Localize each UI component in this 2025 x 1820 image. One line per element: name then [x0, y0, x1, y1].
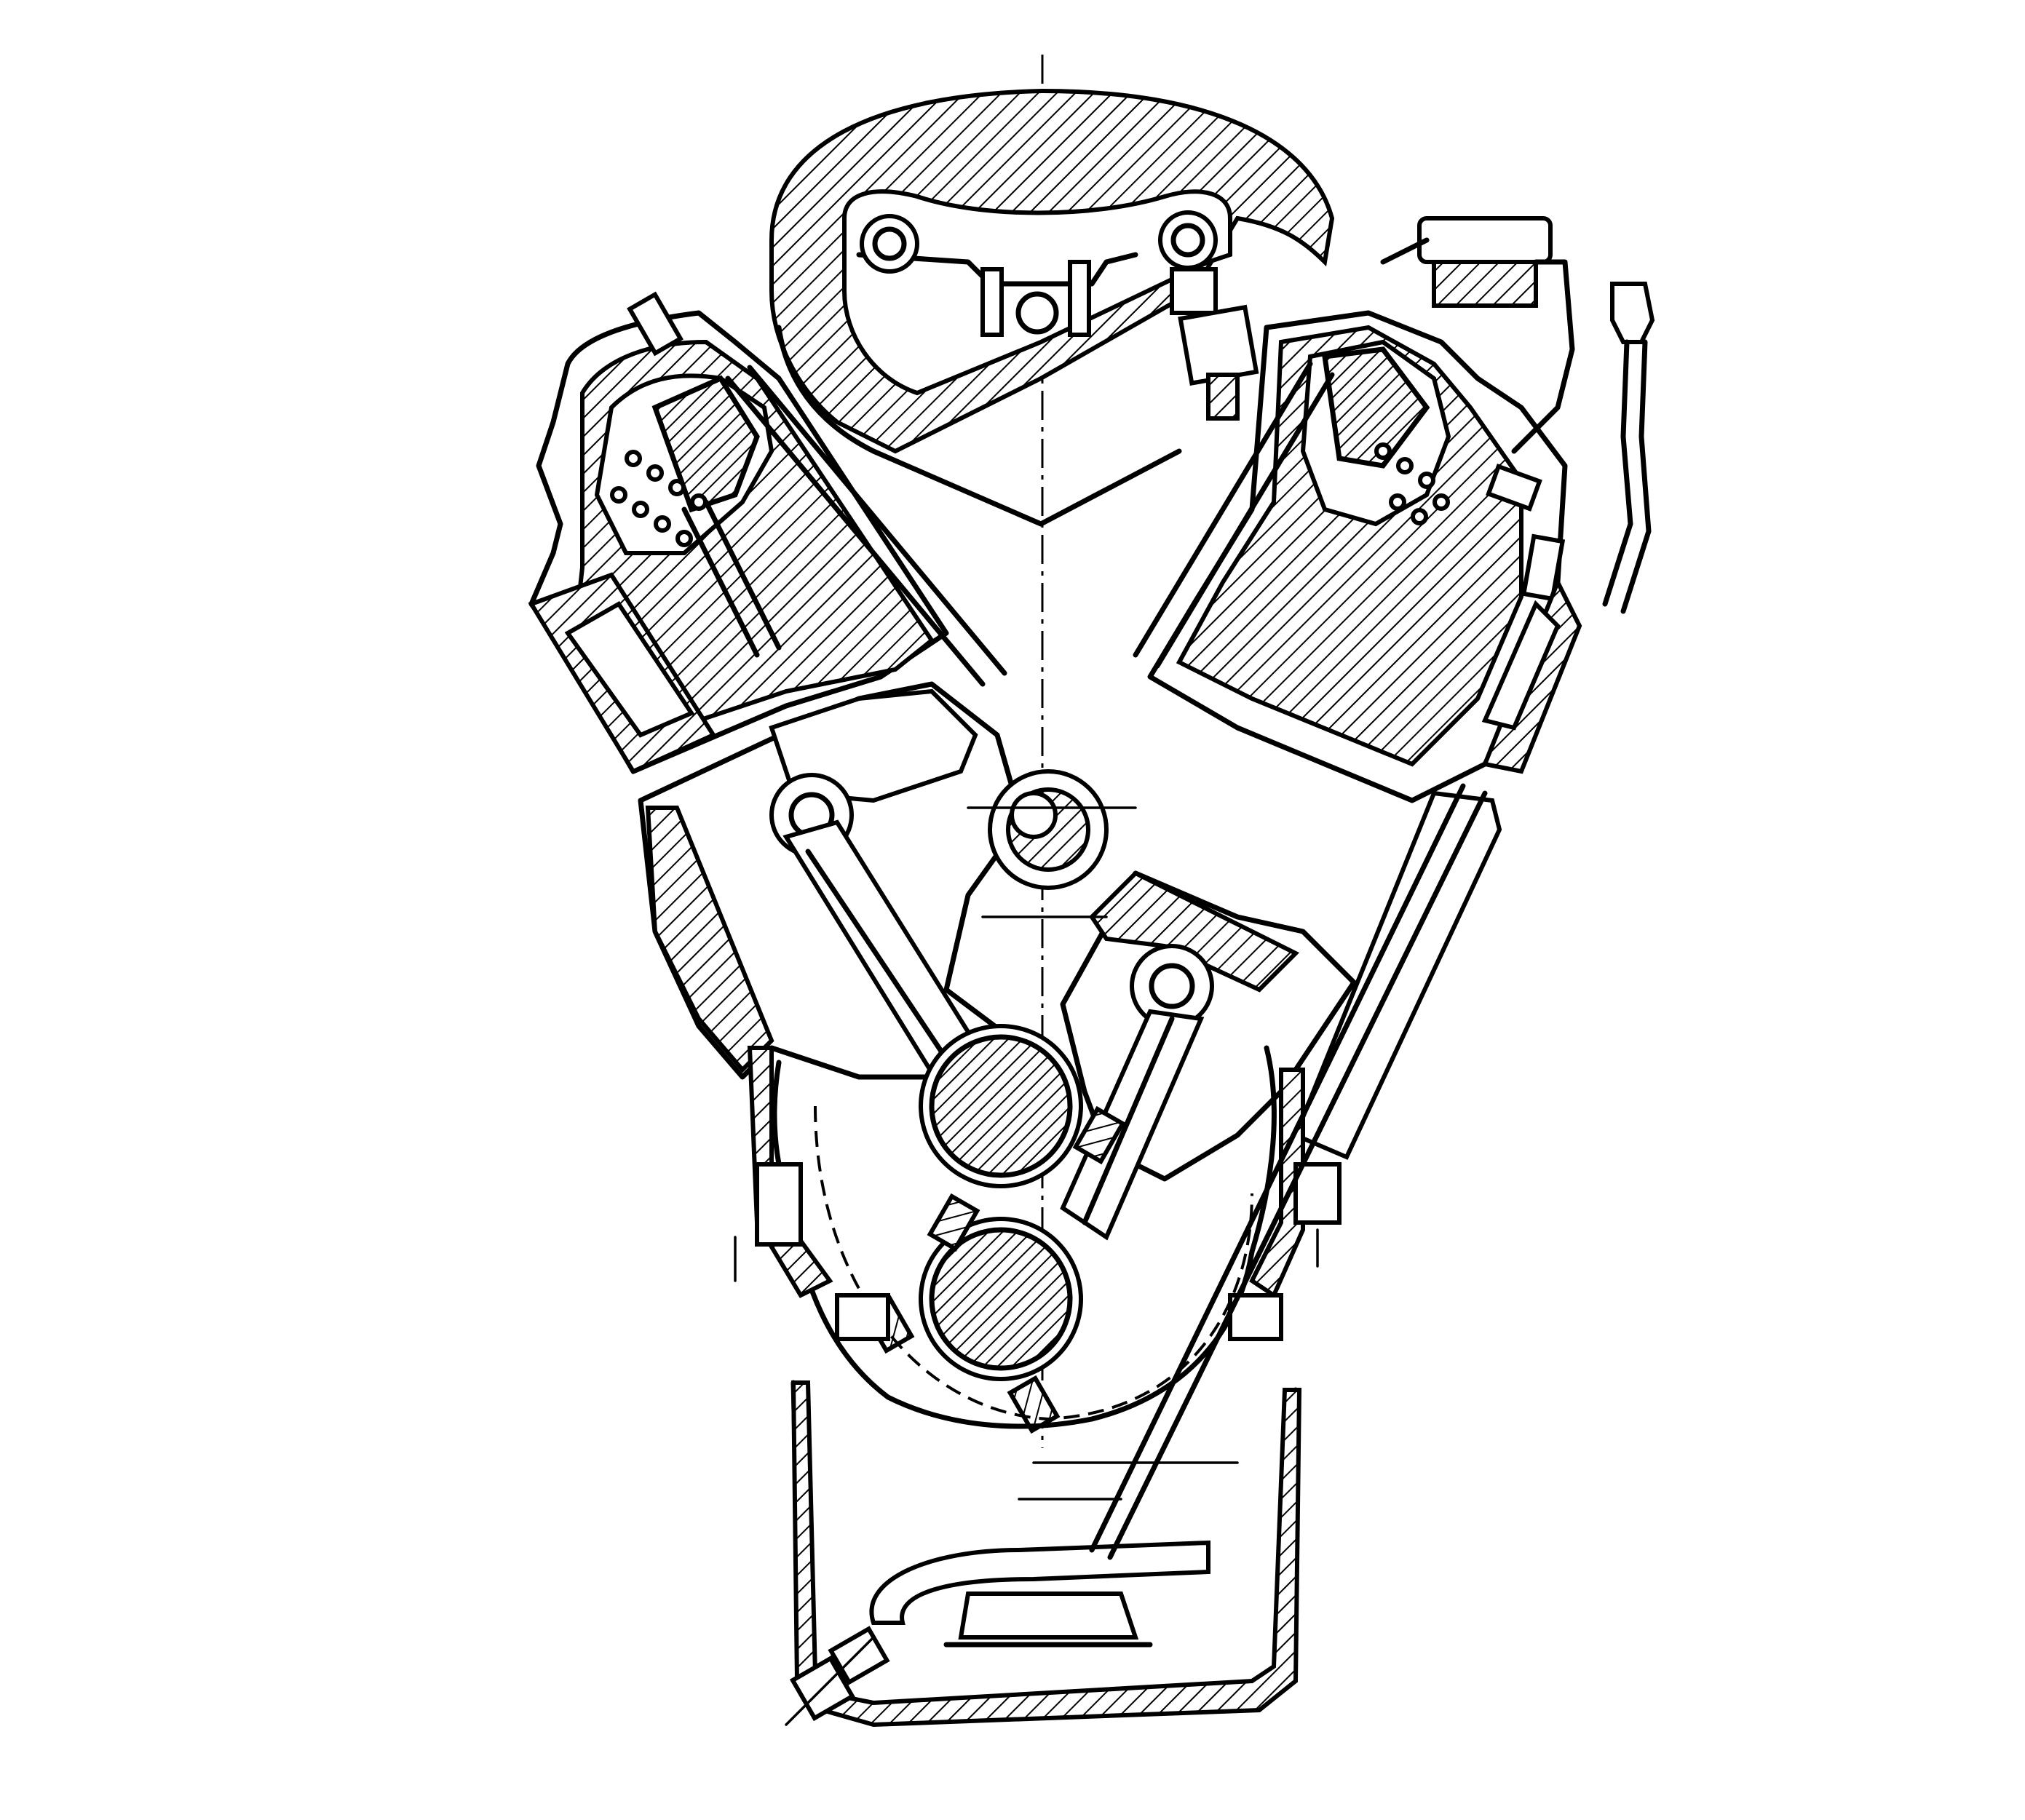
camshaft: [988, 769, 1109, 890]
oil-filler-cap: [1380, 216, 1575, 454]
right-exhaust-port: [1481, 576, 1582, 774]
main-bearing-bolt-left: [755, 1162, 890, 1341]
left-cylinder-bank: [638, 681, 1015, 1080]
manifold-stud-center: [980, 260, 1091, 337]
right-spark-plug: [1486, 464, 1566, 602]
drain-plug: [785, 1626, 890, 1726]
left-pushrod: [725, 365, 1007, 687]
left-spark-plug: [627, 291, 683, 357]
manifold-bolt-left: [860, 214, 919, 274]
dipstick-tube: [1089, 783, 1488, 1560]
right-connecting-rod: [1060, 1009, 1205, 1241]
main-bearing-bolt-right: [1228, 1162, 1342, 1341]
left-valve-spring: [610, 375, 782, 658]
construction-lines: [734, 806, 1319, 1501]
left-exhaust-port: [528, 572, 717, 774]
crankshaft-journal-lower: [919, 1217, 1083, 1381]
manifold-bolt-right: [1158, 210, 1218, 270]
dipstick: [1602, 282, 1655, 614]
crankshaft-journal-upper: [919, 1024, 1083, 1188]
injector: [1170, 267, 1259, 421]
right-pushrod: [1133, 361, 1335, 669]
intake-manifold: [769, 88, 1335, 527]
right-valve-spring: [1322, 346, 1450, 525]
oil-pickup: [869, 1540, 1210, 1648]
